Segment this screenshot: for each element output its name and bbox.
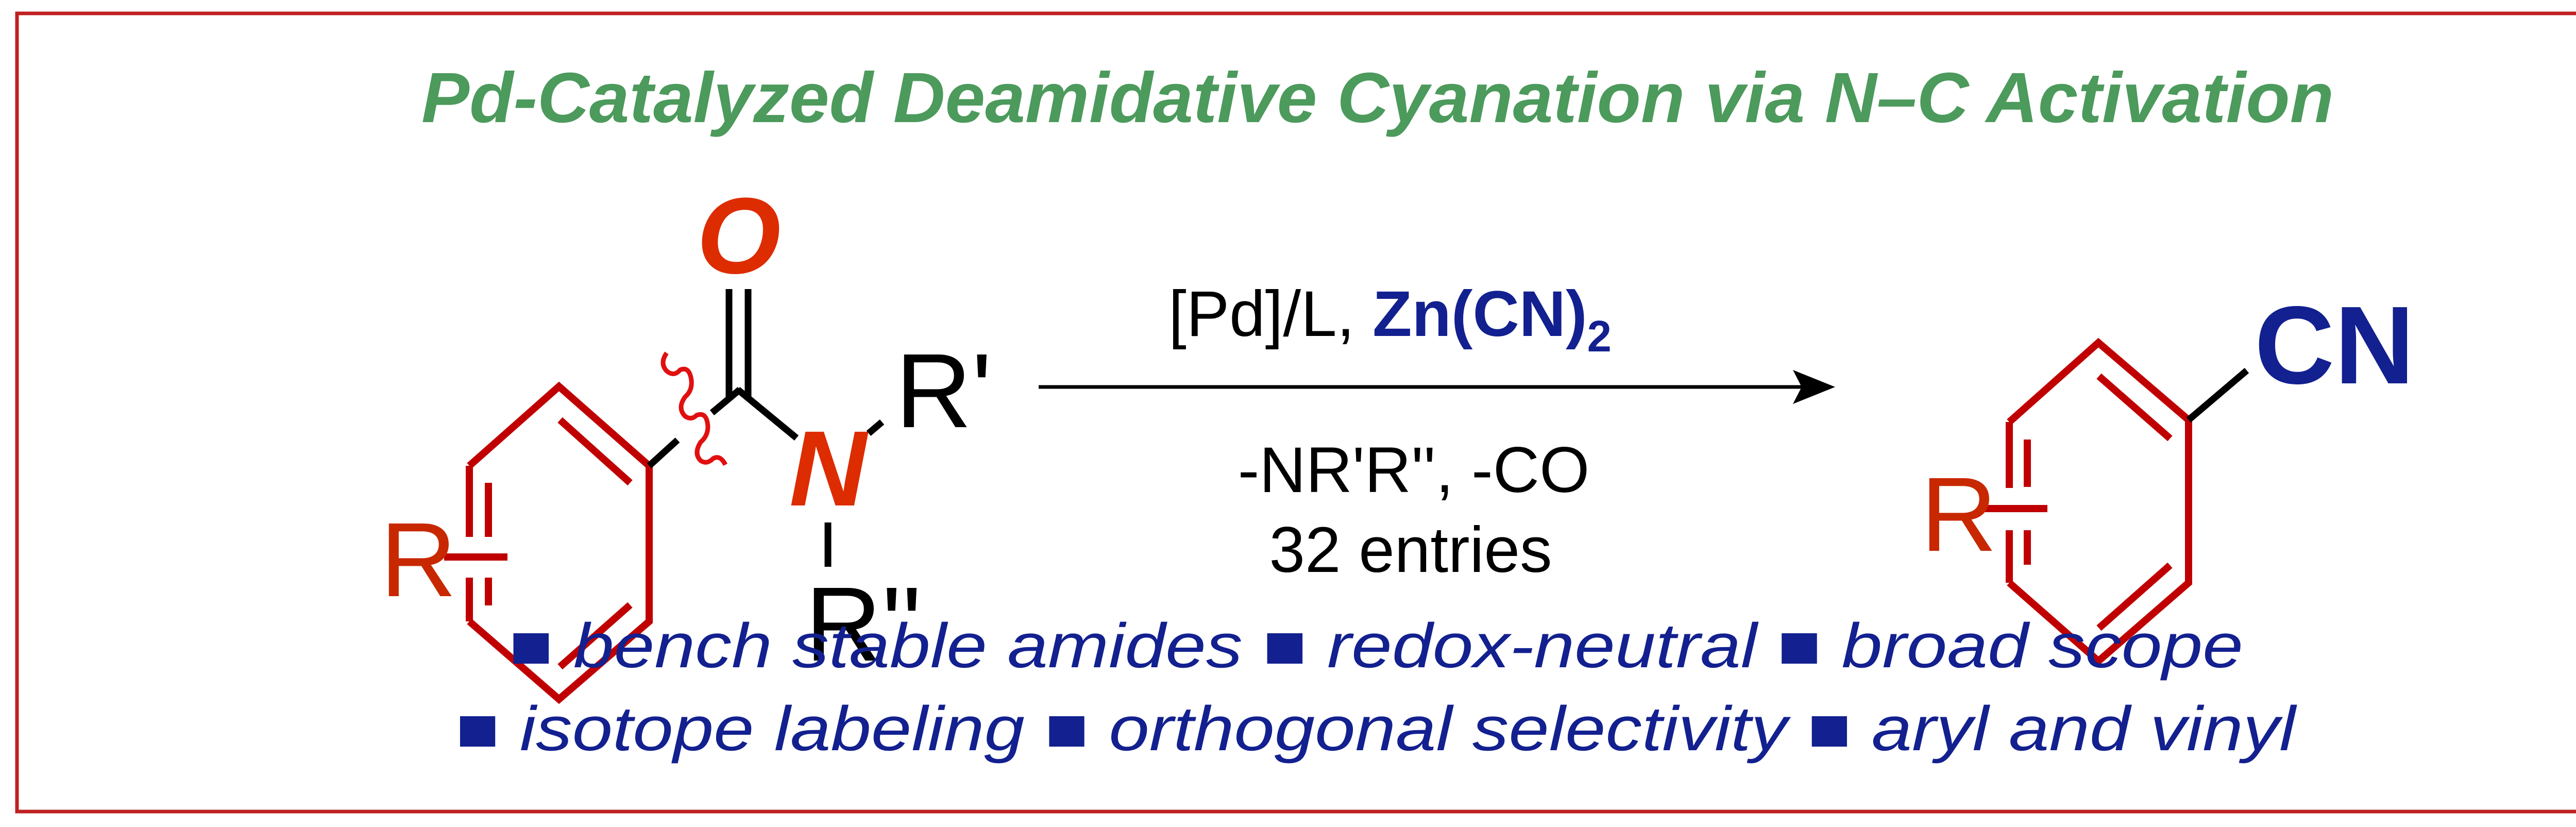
bullet-icon: ■ <box>1263 611 1307 681</box>
zinc-cyanide-subscript: 2 <box>1587 312 1612 361</box>
entries-count-label: 32 entries <box>1269 514 1552 586</box>
r-double-prime-label: R'' <box>805 565 922 683</box>
feature-isotope-labeling: isotope labeling <box>520 694 1025 764</box>
amide-nitrogen-label: N <box>789 409 869 529</box>
cyano-group-label: CN <box>2255 283 2415 407</box>
r-prime-label: R' <box>895 332 992 450</box>
feature-line-2: ■ isotope labeling ■ orthogonal selectiv… <box>456 694 2297 764</box>
bond-cleavage-wavy-line <box>660 351 728 466</box>
frame-border <box>15 11 2576 814</box>
catalyst-text: [Pd]/L, <box>1168 278 1372 350</box>
amide-reactant: R O N R' R'' <box>380 175 992 704</box>
catalyst-reagent-label: [Pd]/L, Zn(CN)2 <box>1168 278 1612 361</box>
nitrile-product: R CN <box>1921 283 2415 666</box>
zinc-cyanide-text: Zn(CN) <box>1372 278 1587 350</box>
feature-aryl-vinyl: aryl and vinyl <box>1872 694 2297 764</box>
feature-orthogonal-selectivity: orthogonal selectivity <box>1109 694 1791 764</box>
bullet-icon: ■ <box>1807 694 1851 764</box>
feature-redox-neutral: redox-neutral <box>1327 611 1759 681</box>
bullet-icon: ■ <box>509 611 553 681</box>
product-r-substituent-label: R <box>1921 455 1997 573</box>
carbonyl-oxygen-label: O <box>697 175 781 296</box>
byproducts-label: -NR'R'', -CO <box>1238 434 1590 506</box>
feature-line-1: ■ bench stable amides ■ redox-neutral ■ … <box>509 611 2243 681</box>
feature-broad-scope: broad scope <box>1842 611 2243 681</box>
bullet-icon: ■ <box>1777 611 1822 681</box>
benzene-ring-reactant <box>444 381 653 704</box>
bullet-icon: ■ <box>456 694 500 764</box>
reaction-arrow <box>1039 370 1835 404</box>
bullet-icon: ■ <box>1045 694 1089 764</box>
scheme-title: Pd-Catalyzed Deamidative Cyanation via N… <box>421 58 2334 138</box>
r-substituent-label: R <box>380 501 456 619</box>
benzene-ring-product <box>1985 337 2192 666</box>
feature-bench-stable: bench stable amides <box>573 611 1243 681</box>
